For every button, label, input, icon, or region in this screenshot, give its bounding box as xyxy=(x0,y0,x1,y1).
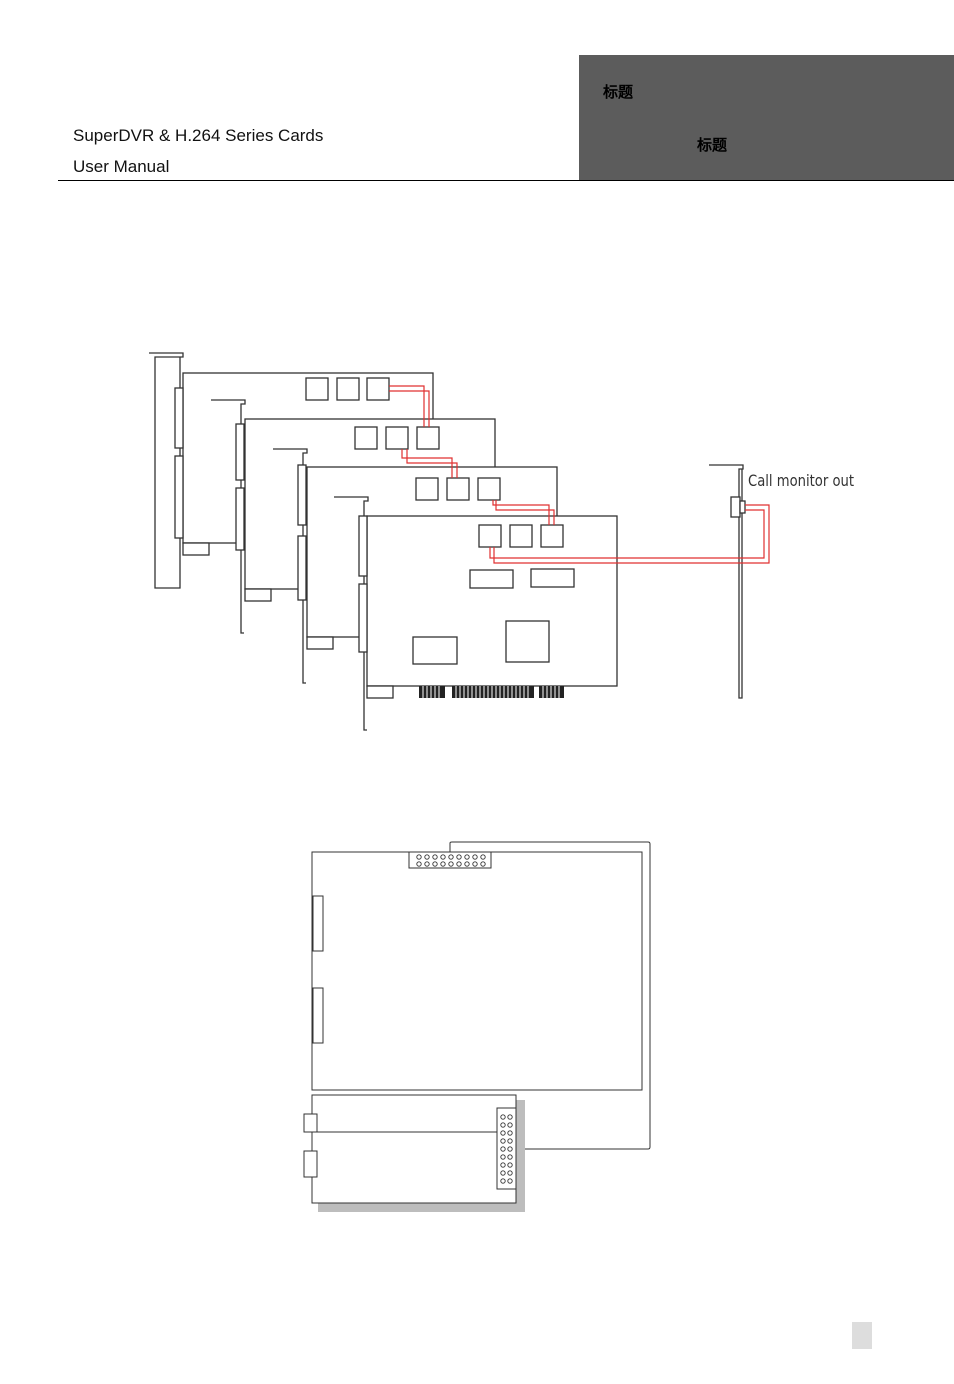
capture-card-4 xyxy=(334,496,618,731)
monitor-out-bracket xyxy=(709,464,746,699)
product-line: SuperDVR & H.264 Series Cards xyxy=(73,126,324,145)
pin-header-side xyxy=(496,1107,517,1190)
daughter-board xyxy=(311,1094,517,1204)
main-board xyxy=(311,851,643,1091)
box-title-2: 标题 xyxy=(697,137,728,154)
header-text: SuperDVR & H.264 Series Cards User Manua… xyxy=(73,120,323,182)
pins xyxy=(416,854,513,1184)
call-monitor-label: Call monitor out xyxy=(748,471,854,490)
cascade-wires xyxy=(389,385,770,564)
header-rule xyxy=(58,180,954,181)
box-title-1: 标题 xyxy=(603,84,634,101)
ribbon-cable xyxy=(449,841,651,1150)
header-title-box: 标题 标题 xyxy=(579,55,954,180)
page-number-tab xyxy=(852,1322,872,1349)
doc-type: User Manual xyxy=(73,157,170,176)
